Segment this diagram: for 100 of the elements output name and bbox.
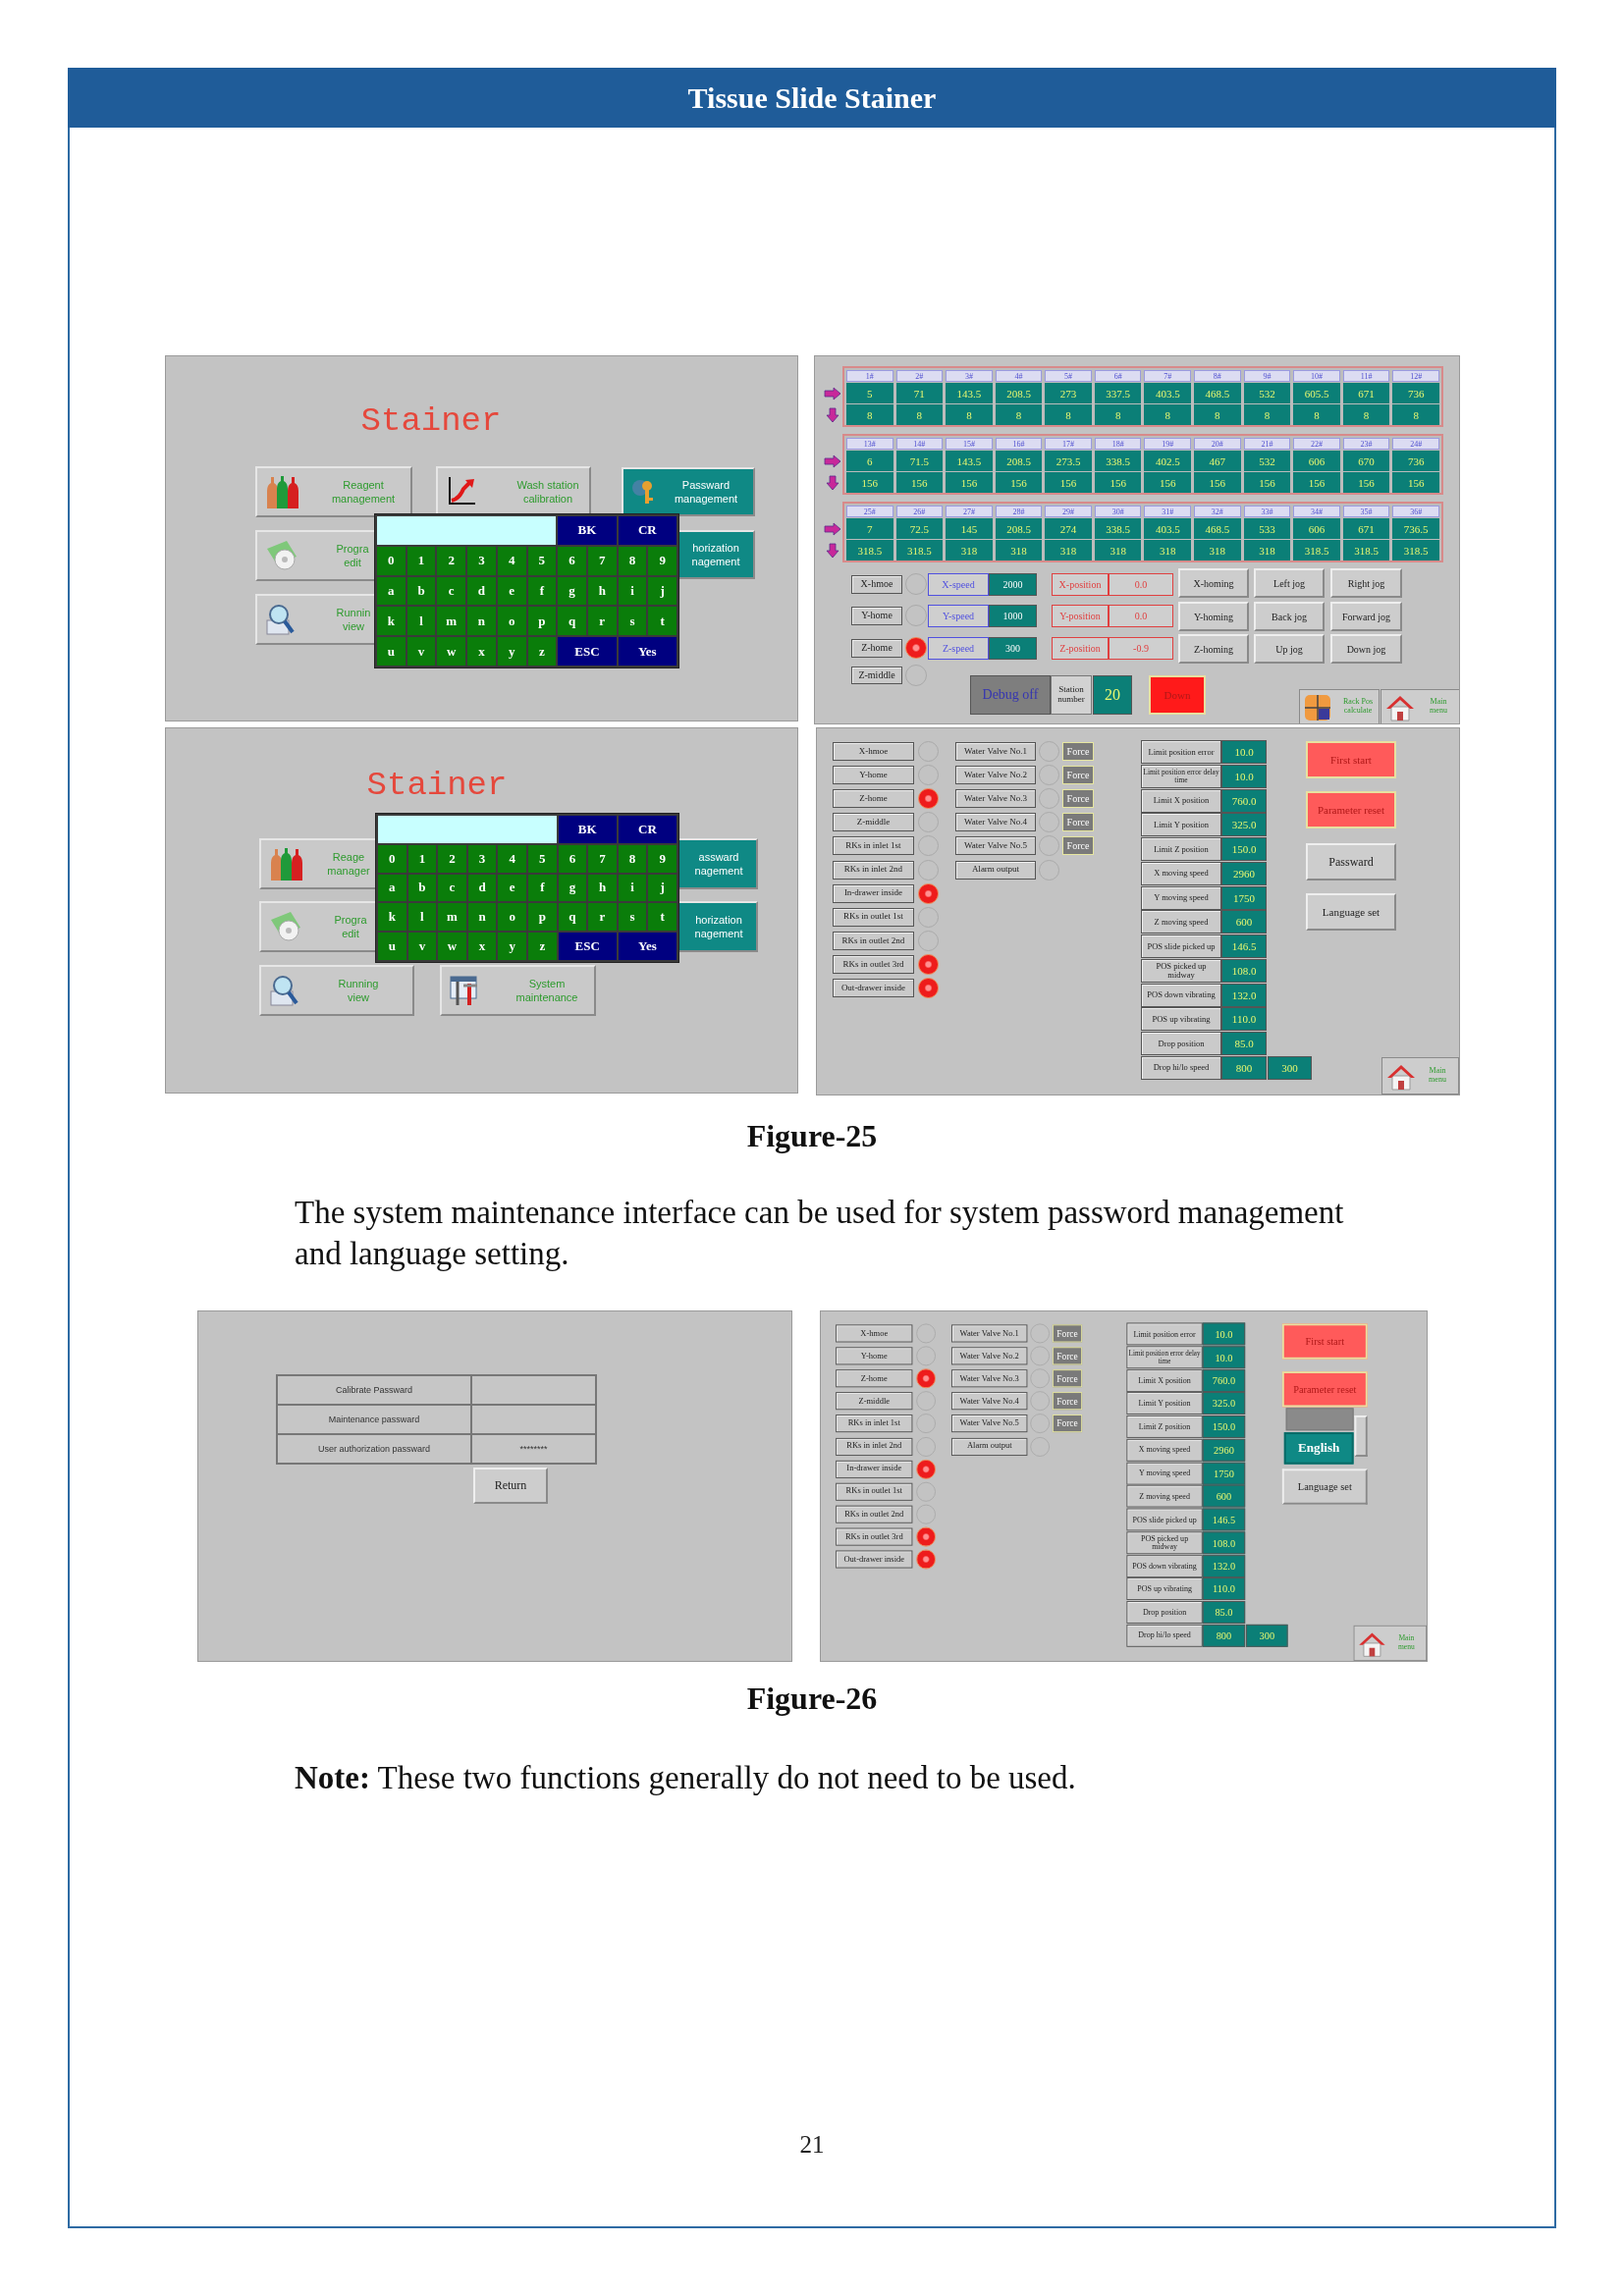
- position-value: 71.5: [895, 451, 944, 471]
- position-value: 6: [846, 451, 893, 471]
- position-value: 156: [1045, 472, 1092, 493]
- keyboard-key: j: [648, 874, 677, 902]
- station-header: 11#: [1342, 370, 1390, 382]
- parameter-value: 325.0: [1221, 813, 1267, 837]
- station-header: 12#: [1392, 370, 1439, 382]
- force-button: Force: [1052, 1392, 1083, 1411]
- keyboard-key: o: [498, 903, 526, 932]
- parameter-value: 108.0: [1202, 1531, 1246, 1554]
- force-button: Force: [1062, 789, 1094, 809]
- speed-value: 1000: [989, 605, 1037, 627]
- parameter-label: POS slide picked up: [1141, 934, 1221, 958]
- return-button: Return: [473, 1468, 548, 1504]
- station-header: 19#: [1144, 438, 1192, 450]
- keyboard-key: 3: [467, 844, 497, 873]
- body-text: The system maintenance interface can be used for system password management and language setting.: [295, 1194, 1345, 1273]
- station-header: 32#: [1194, 506, 1241, 517]
- position-readout: -0.9: [1109, 637, 1173, 660]
- position-value: 670: [1342, 451, 1390, 471]
- parameter-label: POS picked up midway: [1126, 1531, 1203, 1554]
- position-value: 274: [1045, 518, 1092, 539]
- position-value: 736: [1392, 451, 1439, 471]
- main-menu-button: Main menu: [1380, 689, 1459, 723]
- parameter-label: Limit position error: [1141, 740, 1221, 764]
- position-value: 208.5: [995, 383, 1043, 403]
- parameter-label: Limit Y position: [1126, 1392, 1203, 1415]
- language-button: Language set: [1306, 893, 1396, 931]
- station-header: 17#: [1045, 438, 1092, 450]
- parameter-value: 760.0: [1221, 788, 1267, 813]
- keyboard-key: k: [377, 607, 406, 636]
- position-value: 318: [1243, 540, 1291, 561]
- keyboard-key: d: [467, 576, 496, 606]
- keyboard-key: 4: [498, 844, 526, 873]
- position-value: 606: [1293, 518, 1340, 539]
- sensor-label: In-drawer inside: [836, 1460, 913, 1478]
- sensor-label: RKs in inlet 2nd: [836, 1437, 913, 1456]
- keyboard-key: h: [587, 576, 617, 606]
- station-header: 3#: [946, 370, 993, 382]
- position-value: 8: [1342, 404, 1390, 425]
- station-header: 18#: [1094, 438, 1142, 450]
- valve-label: Water Valve No.3: [955, 789, 1036, 809]
- parameter-label: X moving speed: [1126, 1438, 1203, 1462]
- status-label: Y-home: [851, 607, 902, 625]
- station-header: 16#: [995, 438, 1043, 450]
- parameter-value: 146.5: [1202, 1508, 1246, 1531]
- main-menu-button: Main menu: [1381, 1057, 1459, 1095]
- station-header: 20#: [1194, 438, 1241, 450]
- valve-label: Water Valve No.5: [955, 836, 1036, 856]
- rack-calculate-button: Rack Pos calculate: [1299, 689, 1380, 723]
- keyboard-key: s: [618, 607, 647, 636]
- keyboard-key: a: [378, 874, 406, 902]
- sensor-label: Z-middle: [833, 813, 914, 832]
- force-button: Force: [1062, 836, 1094, 856]
- keyboard-key: y: [498, 933, 526, 960]
- parameter-value: 150.0: [1221, 837, 1267, 861]
- keyboard-key: b: [407, 874, 437, 902]
- keyboard-key: 6: [558, 844, 587, 873]
- keyboard-key: r: [587, 607, 617, 636]
- jog-button: Left jog: [1254, 568, 1325, 598]
- parameter-label: Limit X position: [1141, 788, 1221, 813]
- keyboard-key: 9: [648, 844, 677, 873]
- keyboard-key: ESC: [558, 637, 617, 666]
- parameter-value: 300: [1246, 1624, 1288, 1647]
- station-header: 14#: [895, 438, 944, 450]
- sensor-label: X-hmoe: [833, 742, 914, 761]
- station-header: 21#: [1243, 438, 1291, 450]
- parameter-label: Drop position: [1141, 1032, 1221, 1055]
- parameter-reset-button: Parameter reset: [1281, 1371, 1368, 1408]
- sensor-label: Z-home: [833, 789, 914, 809]
- station-header: 6#: [1094, 370, 1142, 382]
- parameter-label: Y moving speed: [1126, 1462, 1203, 1485]
- station-header: 27#: [946, 506, 993, 517]
- keyboard-key: t: [648, 903, 677, 932]
- parameter-value: 1750: [1202, 1462, 1246, 1485]
- parameter-label: Drop hi/lo speed: [1141, 1055, 1221, 1080]
- parameter-value: 10.0: [1202, 1346, 1246, 1368]
- keyboard-key: x: [467, 933, 497, 960]
- position-value: 8: [1194, 404, 1241, 425]
- screen-title: Stainer: [359, 401, 503, 442]
- parameter-value: 1750: [1221, 885, 1267, 910]
- parameter-label: Limit Z position: [1126, 1415, 1203, 1438]
- valve-label: Alarm output: [955, 860, 1036, 880]
- valve-label: Water Valve No.4: [951, 1392, 1028, 1411]
- position-value: 72.5: [895, 518, 944, 539]
- keyboard-key: l: [407, 903, 437, 932]
- keyboard-key: 8: [618, 546, 647, 575]
- page-title: Tissue Slide Stainer: [687, 80, 937, 115]
- sensor-label: Z-middle: [836, 1392, 913, 1411]
- position-value: 318.5: [846, 540, 893, 561]
- sensor-label: Z-home: [836, 1369, 913, 1388]
- sensor-label: RKs in outlet 1st: [833, 907, 914, 927]
- position-value: 8: [1243, 404, 1291, 425]
- parameter-value: 2960: [1221, 861, 1267, 885]
- menu-button: Reagent management: [255, 466, 412, 517]
- sensor-label: X-hmoe: [836, 1324, 913, 1343]
- keyboard-key: f: [528, 874, 557, 902]
- station-header: 10#: [1293, 370, 1340, 382]
- status-label: X-hmoe: [851, 575, 902, 594]
- parameter-value: 600: [1202, 1484, 1246, 1508]
